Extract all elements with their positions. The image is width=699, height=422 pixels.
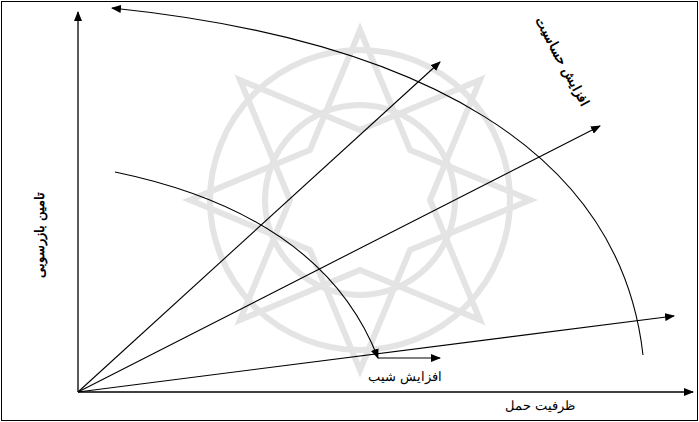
trend-label: افزایش شیب (368, 369, 442, 385)
x-axis-title: ظرفیت حمل (505, 398, 575, 414)
trend-label: افزایش حساسیت (531, 13, 593, 111)
y-axis-title: تامین بازرسوبی (32, 190, 48, 281)
